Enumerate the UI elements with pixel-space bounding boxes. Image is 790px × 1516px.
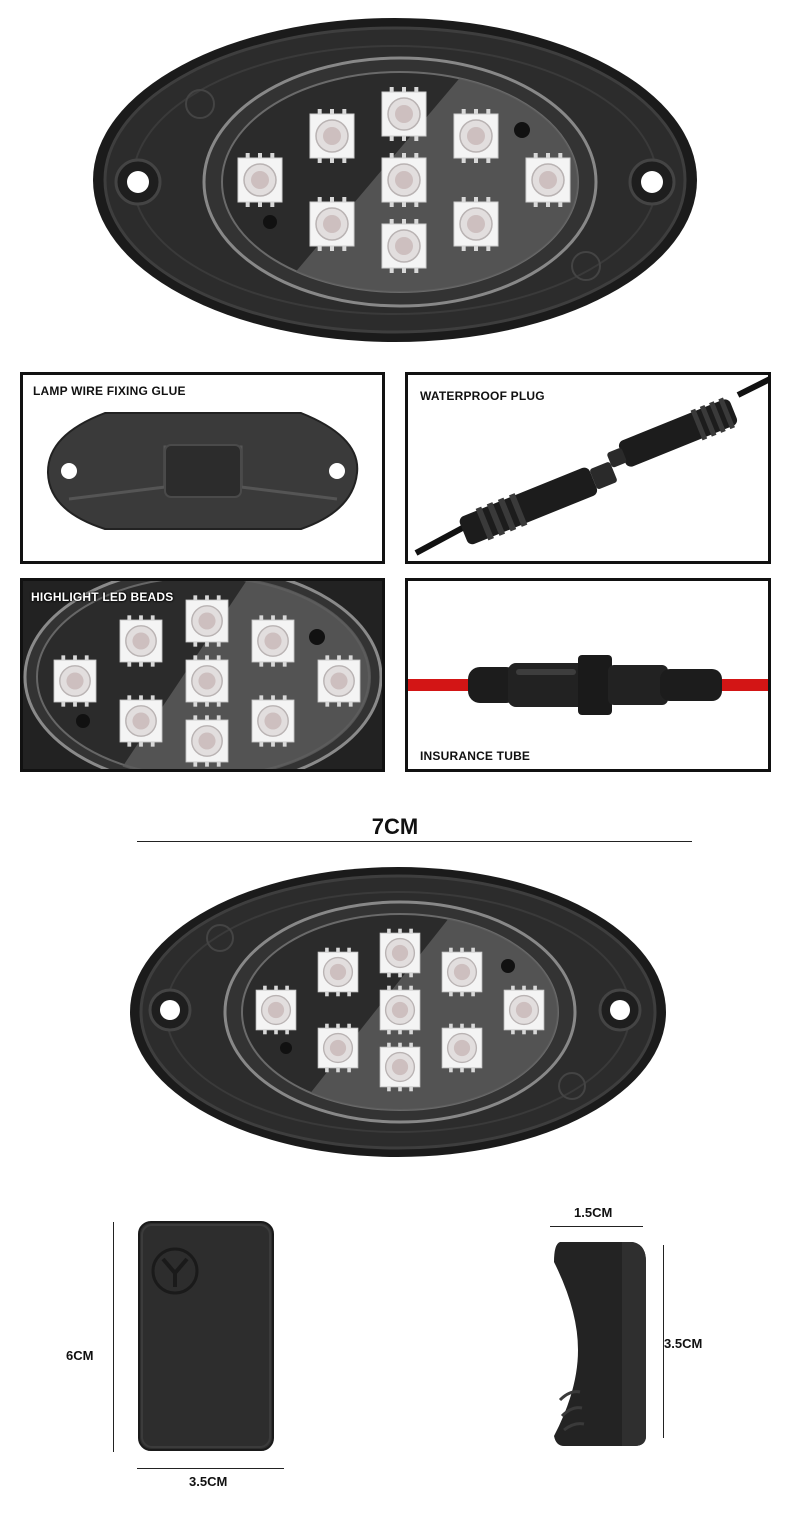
- product-photo-top-lamp: [90, 14, 700, 346]
- led-chip: [309, 197, 355, 251]
- product-photo-bottom-lamp: [128, 864, 668, 1160]
- led-chip: [379, 1042, 421, 1092]
- led-chip: [525, 153, 571, 207]
- led-chip: [441, 947, 483, 997]
- led-chip: [185, 715, 229, 767]
- panel-label-fuse: INSURANCE TUBE: [420, 749, 531, 763]
- led-chip: [251, 695, 295, 747]
- glue-bracket-image: [46, 412, 359, 530]
- panel-label-plug: WATERPROOF PLUG: [420, 389, 545, 403]
- led-chip: [381, 87, 427, 141]
- led-chip: [441, 1023, 483, 1073]
- led-array-bottom: [255, 928, 545, 1092]
- led-chip: [255, 985, 297, 1035]
- panel-waterproof-plug: WATERPROOF PLUG: [405, 372, 771, 564]
- fuse-holder-image: [408, 655, 768, 715]
- led-chip: [381, 153, 427, 207]
- panel-highlight-led-beads: HIGHLIGHT LED BEADS: [20, 578, 385, 772]
- panel-label-glue: LAMP WIRE FIXING GLUE: [33, 384, 186, 398]
- led-chip: [53, 655, 97, 707]
- led-chip: [119, 615, 163, 667]
- panel-wire-fixing-glue: LAMP WIRE FIXING GLUE: [20, 372, 385, 564]
- dimension-width-line: [137, 1468, 284, 1469]
- dimension-thickness-line: [550, 1226, 643, 1227]
- led-chip: [237, 153, 283, 207]
- side-view-image: [550, 1240, 660, 1450]
- led-chip: [453, 109, 499, 163]
- led-chip: [503, 985, 545, 1035]
- led-chip: [119, 695, 163, 747]
- dimension-side-height-label: 3.5CM: [664, 1336, 703, 1351]
- led-chip: [453, 197, 499, 251]
- led-chip: [309, 109, 355, 163]
- led-chip: [317, 1023, 359, 1073]
- led-chip: [317, 947, 359, 997]
- waterproof-plug-image: [414, 376, 768, 556]
- led-chip: [185, 655, 229, 707]
- front-view-image: [138, 1221, 274, 1451]
- led-chip: [379, 985, 421, 1035]
- led-chip: [185, 595, 229, 647]
- led-chip: [317, 655, 361, 707]
- led-array-closeup: [53, 595, 361, 767]
- led-array: [237, 87, 571, 273]
- dimension-length-label: 7CM: [371, 814, 419, 839]
- panel-label-beads: HIGHLIGHT LED BEADS: [31, 590, 174, 604]
- dimension-length-line: [137, 841, 692, 842]
- led-chip: [381, 219, 427, 273]
- dimension-width-label: 3.5CM: [189, 1474, 228, 1489]
- led-chip: [251, 615, 295, 667]
- led-chip: [379, 928, 421, 978]
- dimension-height-line: [113, 1222, 114, 1452]
- led-beads-closeup-image: [23, 581, 382, 769]
- panel-insurance-tube: INSURANCE TUBE: [405, 578, 771, 772]
- dimension-side-height-line: [663, 1245, 664, 1438]
- dimension-thickness-label: 1.5CM: [574, 1205, 613, 1220]
- dimension-height-label: 6CM: [66, 1348, 94, 1363]
